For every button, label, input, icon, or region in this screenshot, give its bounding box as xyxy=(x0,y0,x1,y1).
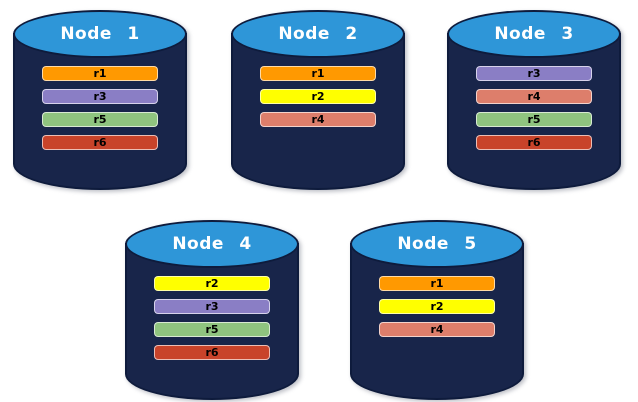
replica-bar: r2 xyxy=(260,89,376,104)
replica-label: r6 xyxy=(93,136,107,149)
replica-bar: r4 xyxy=(476,89,592,104)
replica-bar: r4 xyxy=(260,112,376,127)
database-node: Node 2 r1 r2 r4 xyxy=(231,10,405,190)
node-title: Node 3 xyxy=(494,24,574,44)
database-cylinder-body xyxy=(13,33,187,190)
node-title: Node 4 xyxy=(172,234,252,254)
database-cylinder-top: Node 3 xyxy=(447,10,621,58)
replica-label: r6 xyxy=(205,346,219,359)
replica-list: r1 r3 r5 r6 xyxy=(13,66,187,150)
replica-bar: r3 xyxy=(476,66,592,81)
replica-list: r1 r2 r4 xyxy=(350,276,524,337)
replica-bar: r5 xyxy=(42,112,158,127)
replica-bar: r4 xyxy=(379,322,495,337)
replica-label: r1 xyxy=(430,277,444,290)
replica-bar: r3 xyxy=(42,89,158,104)
replica-label: r5 xyxy=(527,113,541,126)
database-cylinder-top: Node 1 xyxy=(13,10,187,58)
replica-list: r2 r3 r5 r6 xyxy=(125,276,299,360)
database-cylinder-top: Node 2 xyxy=(231,10,405,58)
replica-label: r2 xyxy=(430,300,444,313)
replica-label: r6 xyxy=(527,136,541,149)
replica-bar: r6 xyxy=(476,135,592,150)
replica-bar: r6 xyxy=(154,345,270,360)
replica-bar: r1 xyxy=(260,66,376,81)
database-node: Node 1 r1 r3 r5 r6 xyxy=(13,10,187,190)
node-title: Node 1 xyxy=(60,24,140,44)
replica-label: r3 xyxy=(93,90,107,103)
database-cylinder-body xyxy=(447,33,621,190)
replica-label: r4 xyxy=(527,90,541,103)
replica-label: r3 xyxy=(527,67,541,80)
database-cylinder-top: Node 4 xyxy=(125,220,299,268)
replica-bar: r6 xyxy=(42,135,158,150)
replica-bar: r5 xyxy=(154,322,270,337)
replica-label: r4 xyxy=(430,323,444,336)
database-cylinder-top: Node 5 xyxy=(350,220,524,268)
replica-label: r4 xyxy=(311,113,325,126)
replica-bar: r3 xyxy=(154,299,270,314)
replica-bar: r1 xyxy=(42,66,158,81)
database-node: Node 3 r3 r4 r5 r6 xyxy=(447,10,621,190)
replica-label: r2 xyxy=(311,90,325,103)
replica-bar: r1 xyxy=(379,276,495,291)
node-title: Node 2 xyxy=(278,24,358,44)
replica-bar: r2 xyxy=(379,299,495,314)
replica-label: r1 xyxy=(93,67,107,80)
node-title: Node 5 xyxy=(397,234,477,254)
database-cylinder-body xyxy=(125,243,299,400)
replica-label: r1 xyxy=(311,67,325,80)
replica-label: r2 xyxy=(205,277,219,290)
database-cylinder-body xyxy=(350,243,524,400)
replica-label: r3 xyxy=(205,300,219,313)
database-node: Node 5 r1 r2 r4 xyxy=(350,220,524,400)
replica-list: r1 r2 r4 xyxy=(231,66,405,127)
database-cylinder-body xyxy=(231,33,405,190)
replica-bar: r5 xyxy=(476,112,592,127)
database-node: Node 4 r2 r3 r5 r6 xyxy=(125,220,299,400)
replica-bar: r2 xyxy=(154,276,270,291)
replica-list: r3 r4 r5 r6 xyxy=(447,66,621,150)
replica-label: r5 xyxy=(93,113,107,126)
replica-label: r5 xyxy=(205,323,219,336)
